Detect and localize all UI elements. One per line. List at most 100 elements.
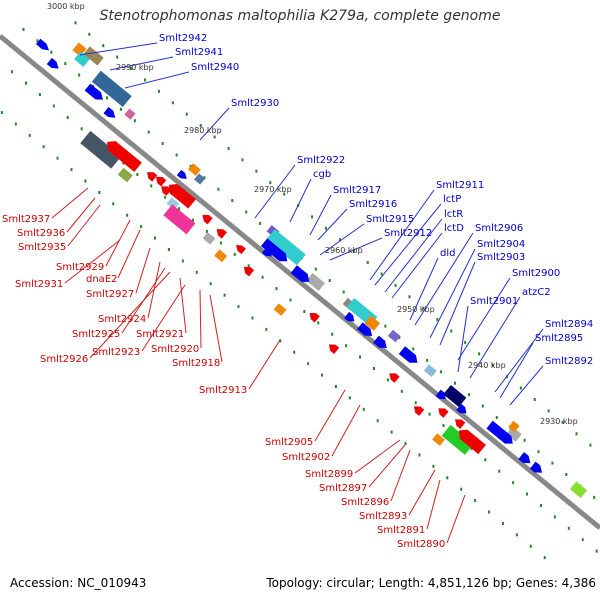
gene-arrow (103, 107, 116, 118)
gene-arrow-shape (216, 229, 227, 239)
gene-arrow (356, 322, 373, 336)
reverse-gene-label: Smlt2913 (199, 385, 247, 396)
gene-block (214, 249, 228, 263)
forward-gene-label: Smlt2917 (333, 185, 381, 196)
reverse-gene-label: Smlt2918 (172, 358, 220, 369)
gene-arrow (243, 266, 255, 277)
reverse-label-leader (248, 339, 281, 390)
forward-gene-label: Smlt2915 (366, 214, 414, 225)
gene-arrow-shape (455, 419, 466, 429)
gene-arrow-shape (309, 313, 320, 323)
tick-mark (426, 358, 429, 362)
tick-mark (42, 145, 45, 149)
tick-mark (195, 270, 198, 274)
tick-mark (338, 238, 341, 242)
forward-gene-label: Smlt2916 (349, 199, 397, 210)
tick-mark (321, 373, 324, 377)
gene-arrow-shape (518, 452, 531, 464)
forward-label-leader (124, 71, 190, 89)
gene-arrow (455, 419, 466, 429)
tick-mark (418, 453, 421, 457)
gene-block-shape (432, 433, 445, 446)
forward-label-leader (309, 194, 332, 236)
gene-block-shape (117, 167, 133, 183)
tick-mark (14, 122, 17, 126)
tick-mark (380, 272, 383, 276)
gene-arrow (161, 186, 172, 196)
tick-mark (50, 50, 53, 54)
tick-mark (553, 515, 556, 519)
gene-arrow-shape (456, 403, 467, 414)
gene-block-shape (193, 173, 206, 185)
label-leaders (51, 42, 544, 544)
gene-arrow (458, 429, 486, 455)
forward-gene-label: Smlt2940 (191, 62, 239, 73)
gene-arrow (328, 344, 340, 354)
reverse-gene-label: Smlt2921 (136, 329, 184, 340)
kbp-label: 2990 kbp (116, 63, 154, 72)
forward-gene-label: Smlt2911 (436, 180, 484, 191)
kbp-label: 3000 kbp (47, 2, 85, 11)
tick-mark (205, 230, 208, 234)
gene-block (193, 173, 206, 185)
gene-arrow-shape (290, 265, 310, 282)
tick-mark (529, 544, 532, 548)
tick-mark (376, 419, 379, 423)
forward-label-leader (254, 164, 296, 219)
gene-block-shape (506, 426, 522, 442)
tick-mark (311, 215, 314, 219)
tick-mark (112, 202, 115, 206)
gene-arrow-shape (458, 429, 486, 455)
tick-mark (261, 275, 264, 279)
gene-arrow-shape (103, 107, 116, 118)
reverse-label-leader (117, 229, 141, 279)
forward-label-leader (457, 305, 469, 373)
gene-block-shape (91, 70, 132, 107)
tick-mark (233, 252, 236, 256)
tick-mark (56, 156, 59, 160)
tick-mark (543, 556, 546, 560)
forward-gene-label: atzC2 (522, 287, 551, 298)
tick-mark (428, 412, 431, 416)
gene-block (202, 232, 216, 245)
tick-mark (331, 332, 334, 336)
tick-mark (251, 316, 254, 320)
tick-mark (119, 107, 122, 111)
gene-block (423, 364, 437, 377)
gene-arrow-shape (389, 373, 400, 383)
reverse-label-leader (89, 271, 171, 359)
tick-mark (0, 111, 3, 115)
gene-arrow (176, 169, 187, 179)
reverse-label-leader (354, 439, 401, 474)
reverse-label-leader (64, 239, 121, 284)
tick-mark (181, 259, 184, 263)
tick-mark (481, 404, 484, 408)
forward-gene-label: lctP (443, 194, 461, 205)
reverse-label-leader (331, 404, 361, 457)
gene-arrow-shape (398, 346, 418, 363)
tick-mark (269, 181, 272, 185)
gene-block-shape (387, 329, 401, 343)
gene-arrow-shape (243, 266, 255, 277)
gene-arrow (373, 335, 387, 349)
tick-mark (384, 324, 387, 328)
gene-arrow-shape (486, 420, 513, 444)
reverse-gene-label: Smlt2893 (359, 511, 407, 522)
accession-text: Accession: NC_010943 (10, 576, 147, 590)
tick-mark (359, 355, 362, 359)
gene-block-shape (80, 130, 122, 169)
tick-mark (38, 93, 41, 97)
forward-label-leader (469, 296, 521, 379)
tick-mark (537, 450, 540, 454)
reverse-label-leader (390, 449, 411, 502)
gene-block-shape (74, 51, 90, 67)
tick-mark (526, 492, 529, 496)
tick-mark (78, 73, 81, 77)
reverse-label-leader (147, 261, 161, 319)
tick-mark (547, 409, 550, 413)
gene-block (124, 108, 136, 120)
tick-mark (150, 184, 153, 188)
reverse-label-leader (209, 294, 223, 363)
